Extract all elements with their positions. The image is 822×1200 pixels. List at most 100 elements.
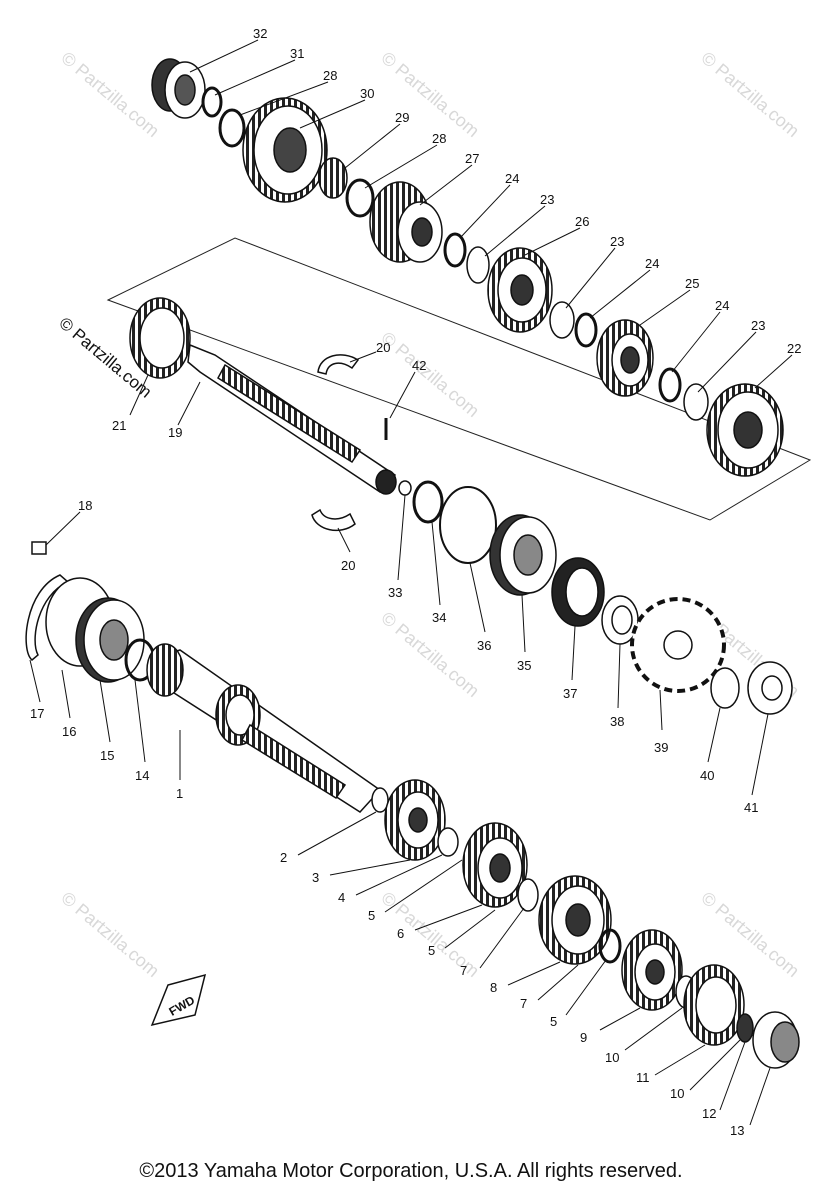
callout: 38: [610, 714, 624, 729]
callout: 22: [787, 341, 801, 356]
axle-1: [148, 649, 382, 813]
ball-33: [398, 480, 412, 496]
fwd-arrow: FWD: [150, 973, 207, 1027]
callout: 24: [645, 256, 659, 271]
oil-seal-37: [551, 557, 605, 627]
upper-shaft-parts: [151, 58, 784, 477]
gear-22: [706, 383, 784, 477]
callout: 41: [744, 800, 758, 815]
callout: 5: [428, 943, 435, 958]
callout: 35: [517, 658, 531, 673]
circlip-5: [598, 928, 622, 964]
callout: 26: [575, 214, 589, 229]
assembly-outline: [106, 237, 812, 521]
gear-9: [621, 929, 683, 1011]
circlip-24: [443, 232, 467, 268]
callout: 1: [176, 786, 183, 801]
washer-12: [736, 1013, 754, 1043]
bolt-18: [31, 541, 47, 555]
gear-30: [242, 97, 328, 203]
drive-side-parts: [398, 480, 793, 715]
washer-2: [371, 787, 389, 813]
callout: 37: [563, 686, 577, 701]
callout: 12: [702, 1106, 716, 1121]
gear-26: [487, 247, 553, 333]
copyright-notice: ©2013 Yamaha Motor Corporation, U.S.A. A…: [139, 1160, 683, 1182]
shim-20-bottom: [311, 508, 356, 532]
gear-25: [596, 319, 654, 397]
main-axle: [129, 297, 397, 495]
callout: 23: [610, 234, 624, 249]
callout: 31: [290, 46, 304, 61]
callout: 17: [30, 706, 44, 721]
callout: 42: [412, 358, 426, 373]
bearing-15: [75, 597, 145, 683]
callout: 28: [323, 68, 337, 83]
nut-41: [747, 661, 793, 715]
callout: 6: [397, 926, 404, 941]
callout: 39: [654, 740, 668, 755]
washer-4: [437, 827, 459, 857]
washer-31: [201, 86, 223, 118]
callout: 27: [465, 151, 479, 166]
callout: 23: [751, 318, 765, 333]
seal-36: [439, 486, 497, 564]
lock-washer-40: [710, 667, 740, 709]
washer-28b: [345, 178, 375, 218]
callout: 25: [685, 276, 699, 291]
washer-23c: [683, 383, 709, 421]
leader-lines: [29, 39, 793, 1126]
callout: 24: [715, 298, 729, 313]
callout: 36: [477, 638, 491, 653]
callout: 7: [460, 963, 467, 978]
washer-23b: [549, 301, 575, 339]
callout: 16: [62, 724, 76, 739]
callout: 10: [605, 1050, 619, 1065]
watermark: © Partzilla.com: [377, 888, 483, 981]
watermark: © Partzilla.com: [377, 608, 483, 701]
callout: 32: [253, 26, 267, 41]
callout: 29: [395, 110, 409, 125]
callout: 23: [540, 192, 554, 207]
gear-21: [129, 297, 191, 379]
callout: 10: [670, 1086, 684, 1101]
bearing-32: [151, 58, 206, 119]
callout: 18: [78, 498, 92, 513]
gear-27: [369, 181, 443, 263]
bearing-35: [489, 514, 557, 596]
gear-11: [683, 964, 745, 1046]
o-ring-34: [412, 480, 444, 524]
callout: 34: [432, 610, 446, 625]
callout: 20: [341, 558, 355, 573]
callout: 20: [376, 340, 390, 355]
callout-labels: 32 31 28 30 29 28 27 24 23 26 23 24 25 2…: [30, 26, 801, 1138]
watermark: © Partzilla.com: [377, 48, 483, 141]
collar-38: [601, 595, 639, 645]
watermark: © Partzilla.com: [377, 328, 483, 421]
watermark: © Partzilla.com: [697, 48, 803, 141]
callout: 28: [432, 131, 446, 146]
callout: 21: [112, 418, 126, 433]
callout: 19: [168, 425, 182, 440]
callout: 15: [100, 748, 114, 763]
shim-20-top: [317, 354, 360, 375]
callout: 13: [730, 1123, 744, 1138]
callout: 8: [490, 980, 497, 995]
callout: 33: [388, 585, 402, 600]
callout: 40: [700, 768, 714, 783]
callout: 9: [580, 1030, 587, 1045]
gear-6: [462, 822, 528, 908]
bearing-13: [752, 1011, 800, 1069]
callout: 30: [360, 86, 374, 101]
circlip-24c: [658, 367, 682, 403]
bearing-29: [318, 157, 348, 199]
callout: 3: [312, 870, 319, 885]
gear-3: [384, 779, 446, 861]
gear-8: [538, 875, 612, 965]
callout: 11: [636, 1070, 650, 1085]
callout: 5: [368, 908, 375, 923]
sprocket-39: [630, 597, 726, 693]
callout: 24: [505, 171, 519, 186]
callout: 7: [520, 996, 527, 1011]
